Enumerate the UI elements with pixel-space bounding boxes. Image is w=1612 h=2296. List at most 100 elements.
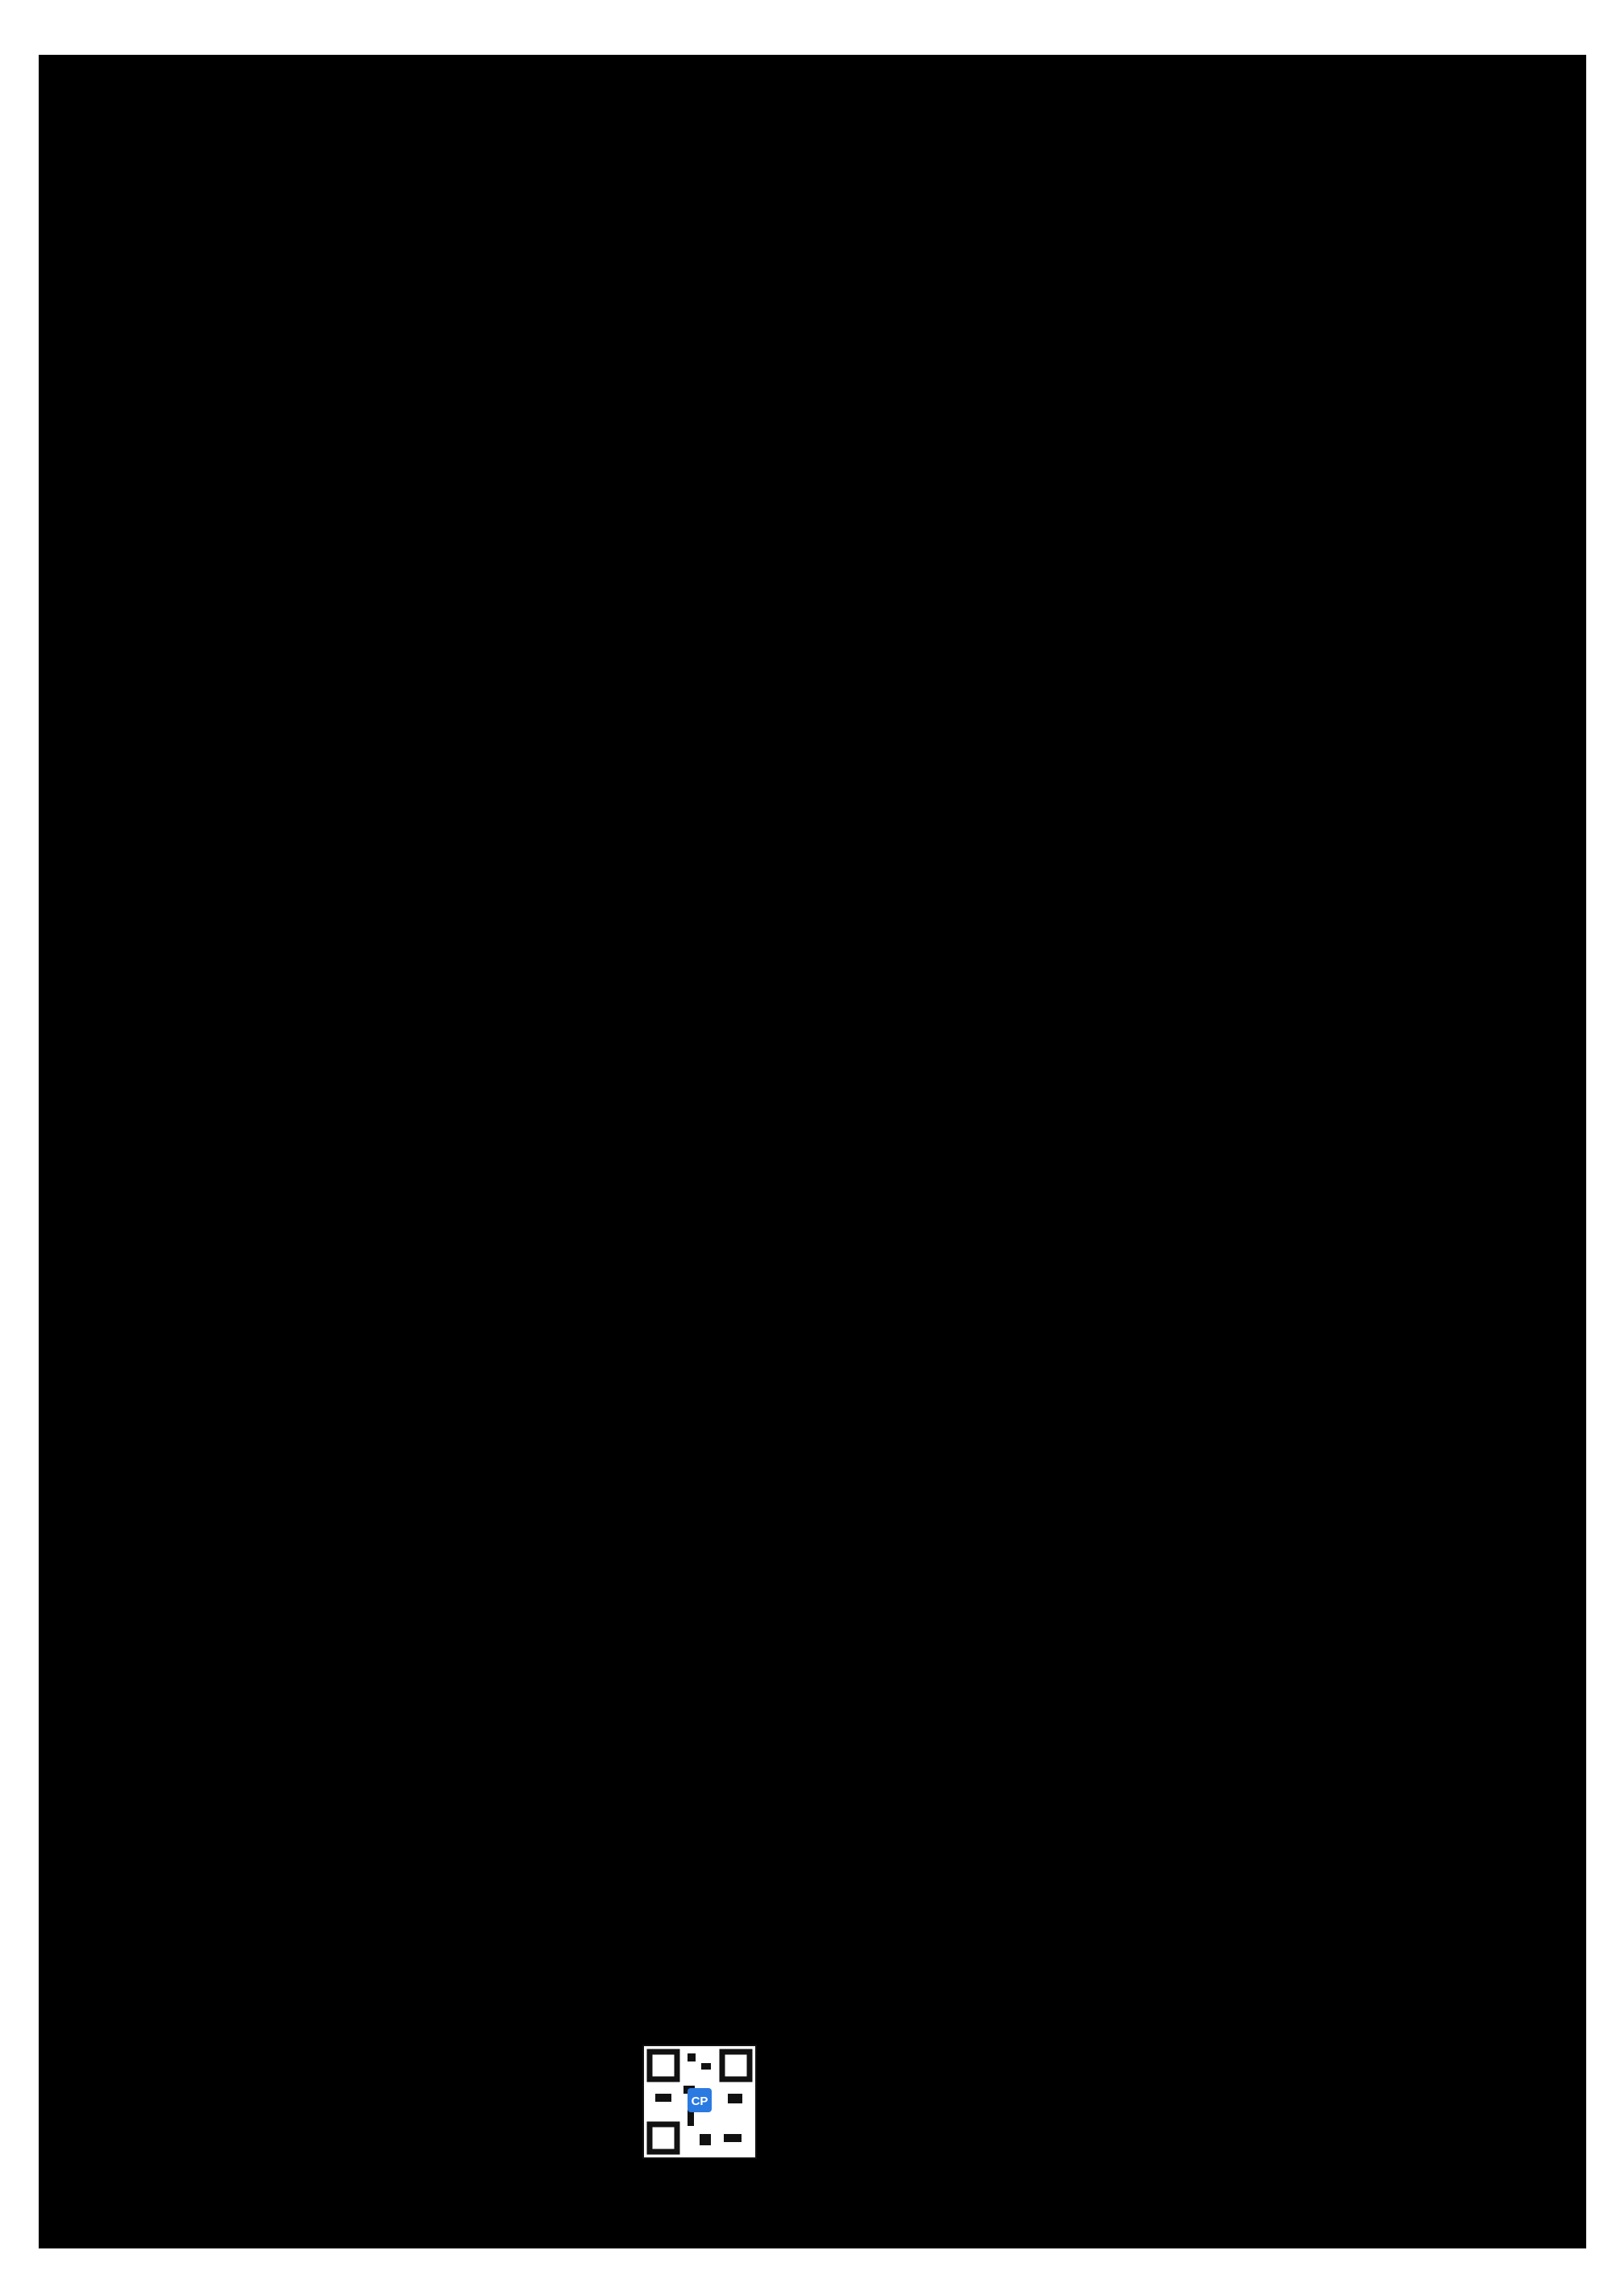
circle-k-label: K xyxy=(388,1231,398,1244)
date-value: 2025.05.26 xyxy=(1279,2216,1337,2230)
circle-b xyxy=(390,253,416,279)
checked-label-cn: 审 核 xyxy=(885,2205,914,2219)
iso1-pin-block-left xyxy=(877,434,1022,571)
qq-label: Q Q: xyxy=(53,2090,79,2103)
dim-1525-text: 15.25 xyxy=(435,854,464,868)
company-block: 惠州市川鹏电子有限公司 HUIZHOU CHUANPENG ELECTRONIC… xyxy=(53,1966,809,2227)
circle-p xyxy=(414,1565,440,1591)
circle-l xyxy=(394,1279,420,1305)
unit-label-en: UNIT xyxy=(1136,2051,1167,2065)
circle-a xyxy=(348,201,374,227)
qr-finder-tl xyxy=(646,2049,680,2082)
circle-o xyxy=(1271,1202,1297,1228)
qr-dot-1 xyxy=(688,2053,696,2061)
dim-c-text: 28.0 xyxy=(338,309,360,322)
qr-dot-7 xyxy=(724,2134,742,2142)
circle-i-label: I xyxy=(610,1043,614,1057)
phone-label: 电话: xyxy=(53,2050,82,2065)
iso2-pin-block-left xyxy=(845,1530,958,1618)
bottom-pin-r2 xyxy=(523,970,530,977)
proj-circle-inner xyxy=(1260,2128,1276,2144)
model-label: 型 号 xyxy=(1140,102,1170,116)
circle-f-label: F xyxy=(205,616,212,629)
circle-e-label: E xyxy=(611,465,619,479)
circle-d-label: D xyxy=(517,429,527,442)
side-view: M 15.70 4.00 5.40 2.40 20.50 N ø 0.80 O xyxy=(945,852,1309,1228)
dim-o-text: ø 0.80 xyxy=(1224,1173,1256,1186)
model-header: 型 号 PQ-3208-1 xyxy=(1074,55,1586,142)
dim-j-text: 5.00 xyxy=(230,1168,243,1190)
material-value: PHENOLIC xyxy=(994,1951,1057,1965)
iso1-hook-left xyxy=(958,272,1086,373)
proj-frustum xyxy=(1312,2111,1377,2160)
bottom-view-flange-arc-top xyxy=(305,957,470,982)
bottom-pin-r4 xyxy=(523,1075,530,1082)
web-label: 网址: xyxy=(53,2167,82,2182)
company-name-en: HUIZHOU CHUANPENG ELECTRONIC TECHNOLOGY … xyxy=(55,2007,425,2020)
dim-l-text: 34.00 xyxy=(391,1261,420,1275)
qr-caption: 查看最新产品 xyxy=(794,1970,809,2048)
circle-d xyxy=(509,421,535,446)
dim-g-text: ø13.9 xyxy=(310,623,328,654)
dim-a-text: 37.5 xyxy=(350,239,372,253)
circle-e xyxy=(602,457,628,483)
side-bottom-flange xyxy=(1002,1098,1203,1113)
circle-m xyxy=(1094,852,1120,878)
dim-4-text: 4.00 xyxy=(981,906,995,928)
drawn-value: 李 健 xyxy=(1012,2135,1041,2149)
tolerance-title: TOLERANCE xyxy=(1454,2019,1531,2032)
iso2-pin-block-front xyxy=(998,1594,1151,1715)
front-bottom-flange xyxy=(216,1626,506,1646)
bottom-view-bore xyxy=(330,990,443,1102)
rev-value: A xyxy=(1550,2214,1560,2227)
date-label-cn: 日 期 xyxy=(1137,2205,1166,2219)
dim-m-text: 15.70 xyxy=(1092,891,1121,904)
address-label: 地址: xyxy=(53,2213,82,2227)
dim-10-text: 1.0 xyxy=(359,1659,372,1675)
dim-e-text: 32.0 xyxy=(573,459,587,481)
bottom-pin-l1 xyxy=(268,930,274,936)
bottom-pin-r3 xyxy=(523,1011,530,1017)
isometric-view-top xyxy=(837,192,1425,651)
qr-finder-bl xyxy=(646,2121,680,2155)
checked-value: 符清平 xyxy=(1007,2216,1045,2231)
dim-g2-text: 5.00 xyxy=(575,1119,588,1142)
fire-label-cn: 防火等级 xyxy=(874,2029,925,2044)
circle-n-label: N xyxy=(1291,1053,1301,1067)
circle-g xyxy=(348,621,374,646)
iso1-pin-block-right xyxy=(1312,377,1425,522)
qr-finder-tr xyxy=(719,2049,753,2082)
title-block: 材 质 MATERIAL PHENOLIC 品 名 MODEL NAME PQ-… xyxy=(845,1944,1560,2242)
qq-value: 858731545 xyxy=(111,2090,169,2103)
top-view-flange-arc-top xyxy=(274,381,430,403)
circle-g-label: G xyxy=(356,629,366,642)
model-value: PQ-3208-1 xyxy=(1384,107,1441,121)
dim-20-text: 20.50 xyxy=(1250,1032,1264,1061)
email-label: E-mail: xyxy=(53,2130,92,2144)
model-name-label-cn: 品 名 xyxy=(1137,1944,1166,1958)
circle-f xyxy=(195,608,221,633)
top-view-flange-arc-bottom xyxy=(274,517,430,539)
iso2-bore xyxy=(1050,1473,1228,1586)
dim-i-text: 7.50 xyxy=(575,1035,588,1057)
iso1-hook-left2 xyxy=(1054,361,1159,442)
web-value: Http://www.szcp.ltd xyxy=(119,2168,223,2182)
top-view-right-rail xyxy=(408,343,506,593)
circle-l-label: L xyxy=(403,1287,411,1301)
circle-q-label: Q xyxy=(505,1577,515,1591)
dim-54-text: 5.40 xyxy=(962,1067,975,1090)
dim-1875-text: 18.75 xyxy=(451,822,480,836)
circle-b-label: B xyxy=(399,261,408,275)
bottom-view-left-rail xyxy=(240,924,329,1171)
circle-g2 xyxy=(600,1094,625,1119)
circle-h-label: H xyxy=(161,1041,171,1055)
drawn-label-en: DRAWED xyxy=(872,2148,928,2161)
unit-value: M M xyxy=(1295,2039,1321,2053)
front-top-tab-l xyxy=(244,1477,285,1509)
circle-o-label: O xyxy=(1279,1210,1289,1224)
bottom-pin-l4 xyxy=(268,1091,274,1098)
side-top-tab-l xyxy=(1037,949,1085,957)
dim-q-text: 12.20 xyxy=(473,1551,487,1580)
bottom-pin-l6 xyxy=(268,1156,274,1162)
circle-a-label: A xyxy=(356,210,366,223)
